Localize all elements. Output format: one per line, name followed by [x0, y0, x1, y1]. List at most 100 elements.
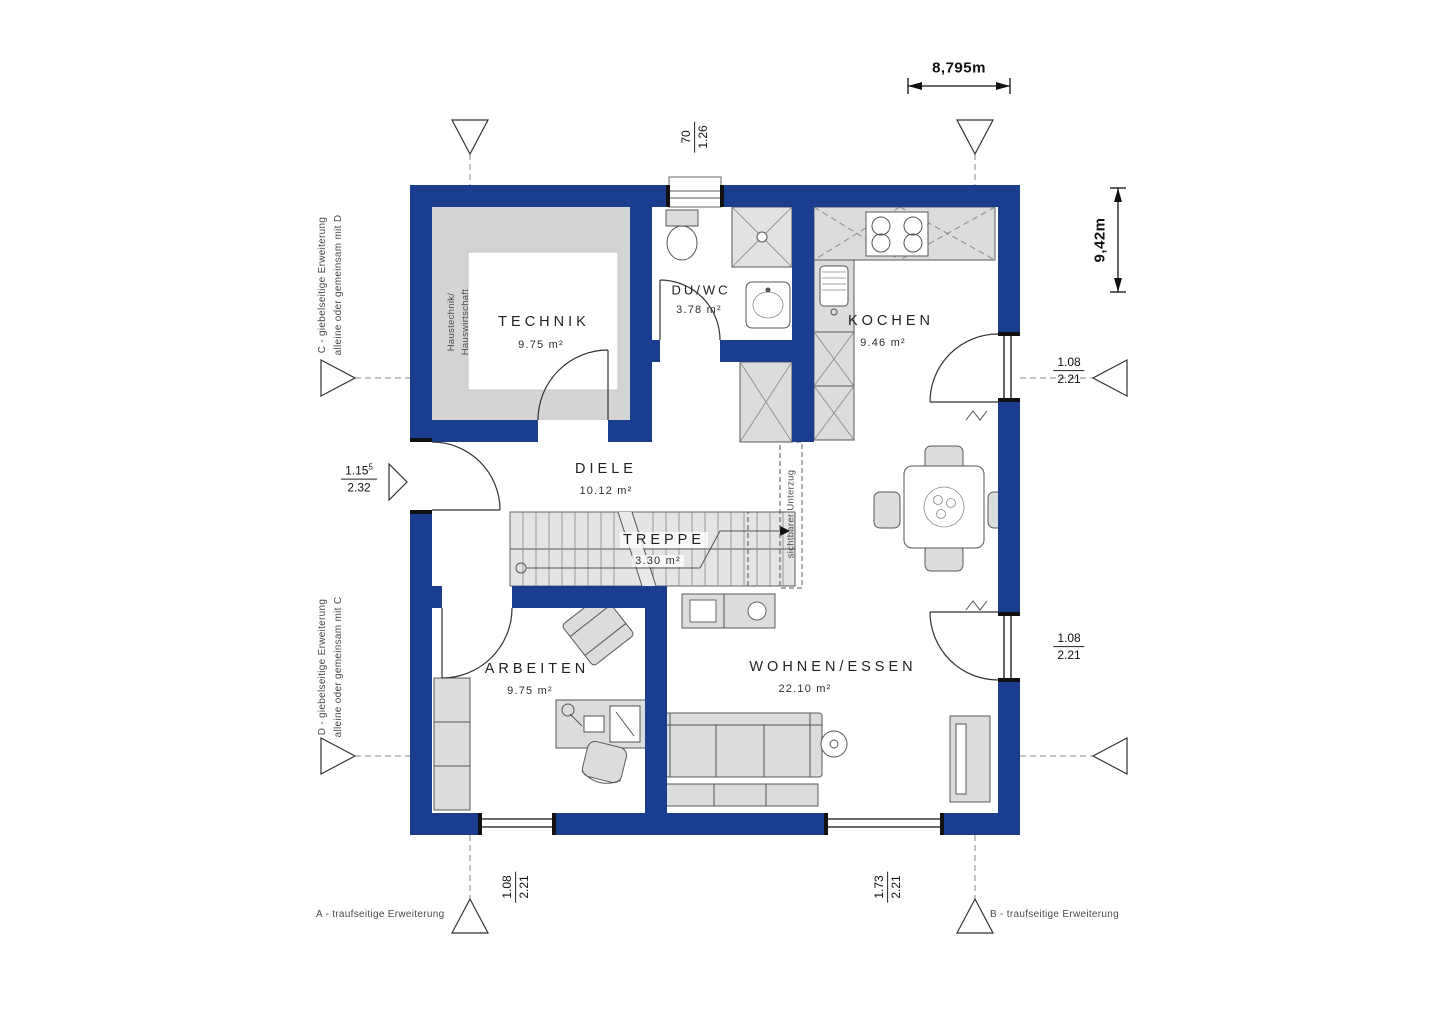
section-marker	[1091, 737, 1128, 775]
extension-note-b: B - traufseitige Erweiterung	[990, 909, 1120, 920]
dim-bath-window: 70 1.26	[679, 121, 711, 153]
living-terrace-door	[998, 612, 1020, 682]
dim-office-window: 1.08 2.21	[500, 871, 532, 903]
beam-marker	[779, 441, 803, 589]
room-label-arbeiten: ARBEITEN	[484, 661, 590, 677]
living-window	[824, 813, 944, 835]
room-area-technik: 9.75 m²	[518, 339, 564, 351]
dim-living-door: 1.08 2.21	[1053, 631, 1085, 663]
dim-office-window-height: 2.21	[515, 871, 532, 903]
cooktop	[865, 211, 929, 257]
entry-door-marker	[388, 462, 408, 502]
width-dimension-arrow	[907, 78, 1011, 94]
extension-note-c-line1: C - giebelseitige Erweiterung	[317, 216, 328, 354]
door-swings	[431, 279, 999, 681]
tv-cabinet	[949, 715, 991, 803]
dim-kitchen-door-width: 1.08	[1057, 355, 1081, 370]
office-window	[478, 813, 556, 835]
dim-entry-door-height: 2.32	[341, 479, 377, 495]
dim-office-window-width: 1.08	[500, 875, 515, 899]
technik-side-note-line2: Hauswirtschaft	[460, 288, 471, 356]
entry-door-swing	[431, 441, 501, 511]
dim-bath-window-width: 70	[679, 130, 694, 144]
hall-sideboard	[681, 593, 776, 629]
dining-set	[873, 445, 1015, 572]
extension-note-d: D - giebelseitige Erweiterung alleine od…	[315, 597, 347, 738]
beam-note: sichtbarer Unterzug	[785, 469, 797, 559]
lounge-chair	[562, 594, 634, 666]
desk	[555, 699, 647, 749]
dim-living-window-width: 1.73	[872, 875, 887, 899]
room-label-technik: TECHNIK	[498, 314, 590, 330]
dim-entry-door-width-sup: 5	[368, 462, 373, 472]
room-area-duwc: 3.78 m²	[676, 304, 722, 316]
dim-living-window: 1.73 2.21	[872, 871, 904, 903]
side-table	[820, 730, 848, 758]
bath-window	[666, 176, 724, 208]
dim-kitchen-door: 1.08 2.21	[1053, 355, 1085, 387]
section-markers	[320, 119, 1128, 934]
dim-living-door-width: 1.08	[1057, 631, 1081, 646]
kitchen-door-swing	[929, 333, 999, 403]
dim-living-door-height: 2.21	[1053, 646, 1085, 663]
room-label-duwc: DU/WC	[671, 282, 731, 298]
stair-walkline	[526, 530, 780, 569]
section-marker	[956, 119, 994, 156]
section-marker	[320, 359, 357, 397]
overall-width-dimension: 8,795m	[932, 59, 986, 77]
kitchen-tall-cabinets	[813, 331, 855, 441]
room-area-wohnen: 22.10 m²	[778, 683, 832, 695]
washbasin	[745, 281, 791, 329]
section-marker	[451, 119, 489, 156]
extension-note-d-line2: alleine oder gemeinsam mit C	[333, 596, 344, 738]
shelf	[433, 677, 471, 811]
stair-walkline-arrow	[780, 526, 790, 536]
staircase	[509, 511, 796, 587]
extension-note-d-line1: D - giebelseitige Erweiterung	[317, 598, 328, 736]
windows	[410, 176, 1020, 835]
tv-lowboard	[661, 783, 819, 807]
room-label-treppe: TREPPE	[619, 532, 709, 548]
office-chair	[581, 740, 628, 784]
room-area-treppe: 3.30 m²	[632, 555, 684, 567]
room-label-kochen: KOCHEN	[847, 313, 935, 329]
dining-table	[903, 465, 985, 549]
kitchen-terrace-door	[998, 332, 1020, 402]
technik-side-note: Haustechnik/ Hauswirtschaft	[445, 289, 474, 356]
technik-side-note-line1: Haustechnik/	[445, 292, 457, 352]
dim-living-window-height: 2.21	[887, 871, 904, 903]
wardrobe	[739, 361, 793, 443]
technik-door-swing	[537, 349, 609, 421]
shower	[731, 206, 793, 268]
sofa	[657, 712, 823, 778]
office-door-swing	[441, 607, 513, 679]
section-marker	[956, 897, 994, 934]
room-area-kochen: 9.46 m²	[860, 337, 906, 349]
section-marker	[451, 897, 489, 934]
technik-floor	[432, 207, 630, 420]
bath-door-swing	[659, 279, 721, 341]
dining-chair	[873, 491, 901, 529]
table-decoration	[923, 486, 965, 528]
walls	[410, 185, 1020, 835]
extension-note-a: A - traufseitige Erweiterung	[316, 909, 445, 920]
section-marker	[1091, 359, 1128, 397]
depth-dimension-arrow	[1110, 187, 1126, 293]
dining-chair	[924, 544, 964, 572]
dim-bath-window-height: 1.26	[694, 121, 711, 153]
wall-break-symbols	[965, 410, 988, 611]
room-label-wohnen: WOHNEN/ESSEN	[749, 659, 917, 675]
dimension-arrows	[907, 78, 1126, 293]
dim-entry-door-width-value: 1.15	[345, 463, 369, 478]
room-label-diele: DIELE	[575, 461, 637, 477]
room-area-diele: 10.12 m²	[579, 485, 633, 497]
toilet	[665, 209, 699, 261]
dim-entry-door: 1.155 2.32	[341, 463, 377, 496]
section-lines	[355, 154, 1093, 899]
extension-note-c: C - giebelseitige Erweiterung alleine od…	[315, 215, 347, 356]
overall-depth-dimension: 9,42m	[1091, 217, 1109, 263]
section-marker	[320, 737, 357, 775]
kitchen-sink-unit	[813, 259, 855, 333]
